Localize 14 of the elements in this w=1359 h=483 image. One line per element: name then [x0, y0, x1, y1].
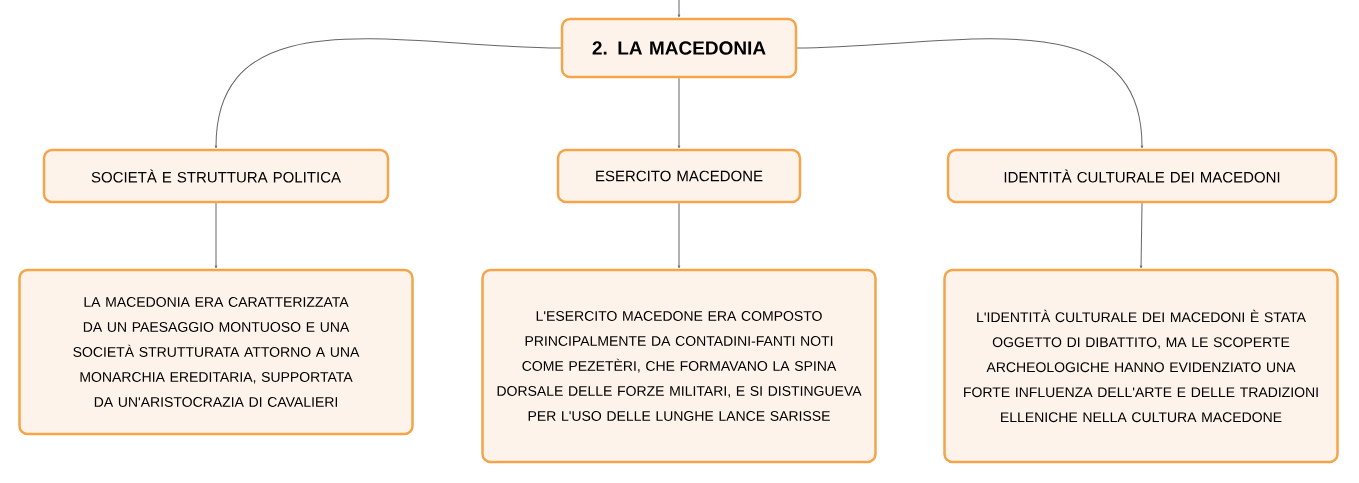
topic-box: ESERCITO MACEDONE — [556, 148, 802, 204]
title-box: 2. LA MACEDONIA — [560, 17, 798, 79]
arrow — [677, 202, 681, 269]
description-box: LA MACEDONIA ERA CARATTERIZZATA DA UN PAESAGGIO MONTUOSO E UNA SOCIETÀ STRUTTURATA ATTORNO A UNA MONARCHIA EREDITARIA, SUPPORTATA DA UN'ARISTOCRAZIA DI CAVALIERI — [18, 268, 414, 436]
description-box: L'IDENTITÀ CULTURALE DEI MACEDONI È STATA OGGETTO DI DIBATTITO, MA LE SCOPERTE ARCHEOLOGICHE HANNO EVIDENZIATO UNA FORTE INFLUENZA DELL'ARTE E DELLE TRADIZIONI ELLENICHE NELLA CULTURA MACEDONE — [943, 268, 1339, 464]
arrow — [677, 77, 681, 149]
arrow — [677, 0, 681, 18]
arrow — [214, 38, 562, 149]
topic-box: SOCIETÀ E STRUTTURA POLITICA — [42, 148, 390, 204]
topic-box: IDENTITÀ CULTURALE DEI MACEDONI — [946, 148, 1338, 204]
description-box: L'ESERCITO MACEDONE ERA COMPOSTO PRINCIPALMENTE DA CONTADINI-FANTI NOTI COME PEZETÈRI, CHE FORMAVANO LA SPINA DORSALE DELLE FORZE MILITARI, E SI DISTINGUEVA PER L'USO DELLE LUNGHE LANCE SARISSE — [481, 268, 877, 464]
arrow — [796, 38, 1144, 149]
arrow — [214, 202, 218, 269]
arrow — [1139, 202, 1143, 269]
